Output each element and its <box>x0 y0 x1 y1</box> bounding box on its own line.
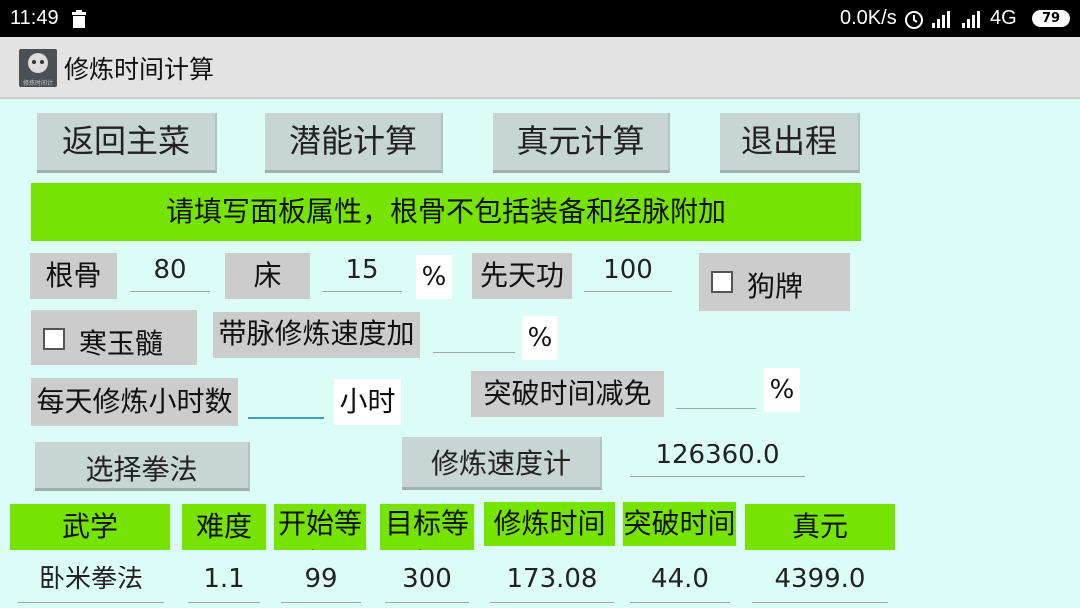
col-header-target-level: 目标等级 <box>380 504 474 550</box>
app-logo-text: 修炼时间计 <box>22 80 53 87</box>
net-speed: 0.0K/s <box>840 7 897 29</box>
daimai-unit: % <box>522 316 558 360</box>
potential-calc-button[interactable]: 潜能计算 <box>265 113 443 173</box>
back-main-button[interactable]: 返回主菜 <box>37 113 217 173</box>
col-header-train-time: 修炼时间 <box>484 502 615 546</box>
bed-unit: % <box>416 255 452 299</box>
status-bar: 11:49 0.0K/s 4G 79 <box>0 0 1080 37</box>
hanyu-label: 寒玉髓 <box>79 327 164 360</box>
table-cell-target-level: 300 <box>385 566 469 603</box>
app-bar: 修炼时间计 修炼时间计算 <box>0 37 1080 99</box>
col-header-breakthrough-time: 突破时间 <box>623 502 736 546</box>
goupai-label: 狗牌 <box>747 270 804 303</box>
breakthrough-unit: % <box>764 368 800 412</box>
notice-banner: 请填写面板属性，根骨不包括装备和经脉附加 <box>31 183 861 241</box>
bed-label: 床 <box>225 253 310 299</box>
hours-input[interactable] <box>248 385 324 419</box>
table-cell-breakthrough-time: 44.0 <box>630 566 730 603</box>
signal-hd-icon <box>962 11 980 28</box>
speed-value: 126360.0 <box>630 444 805 477</box>
table-cell-wuxue: 卧米拳法 <box>18 566 164 603</box>
table-cell-zhenyuan: 4399.0 <box>752 566 888 603</box>
col-header-difficulty: 难度 <box>182 504 266 550</box>
gengu-label: 根骨 <box>30 253 117 299</box>
hanyu-checkbox[interactable]: 寒玉髓 <box>31 310 197 365</box>
status-time: 11:49 <box>10 7 59 29</box>
col-header-start-level: 开始等级 <box>274 504 366 550</box>
battery-icon: 79 <box>1032 10 1070 27</box>
battery-level: 79 <box>1041 11 1061 26</box>
hours-unit: 小时 <box>334 379 401 425</box>
trash-icon <box>72 10 86 28</box>
breakthrough-input[interactable] <box>676 376 756 409</box>
select-fist-button[interactable]: 选择拳法 <box>35 442 250 491</box>
table-cell-start-level: 99 <box>281 566 361 603</box>
hanyu-checkbox-box[interactable] <box>43 328 65 350</box>
daimai-label: 带脉修炼速度加成 <box>213 312 420 358</box>
xiantian-label: 先天功 <box>472 253 572 299</box>
col-header-wuxue: 武学 <box>10 504 170 550</box>
daimai-input[interactable] <box>433 318 515 353</box>
goupai-checkbox[interactable]: 狗牌 <box>699 253 850 311</box>
speed-calc-button[interactable]: 修炼速度计 <box>402 437 602 490</box>
alarm-icon <box>905 11 923 29</box>
app-title: 修炼时间计算 <box>64 55 215 84</box>
table-cell-train-time: 173.08 <box>490 566 614 603</box>
bed-input[interactable]: 15 <box>322 255 402 292</box>
exit-button[interactable]: 退出程 <box>720 113 860 173</box>
gengu-input[interactable]: 80 <box>130 255 210 292</box>
table-cell-difficulty: 1.1 <box>188 566 260 603</box>
xiantian-input[interactable]: 100 <box>584 255 672 292</box>
zhenyuan-calc-button[interactable]: 真元计算 <box>493 113 670 173</box>
app-logo-icon: 修炼时间计 <box>19 49 57 87</box>
hours-label: 每天修炼小时数 <box>31 378 238 426</box>
col-header-zhenyuan: 真元 <box>745 504 895 550</box>
goupai-checkbox-box[interactable] <box>711 271 733 293</box>
signal-icon <box>932 11 950 28</box>
network-type: 4G <box>990 7 1017 29</box>
breakthrough-label: 突破时间减免 <box>471 371 664 417</box>
